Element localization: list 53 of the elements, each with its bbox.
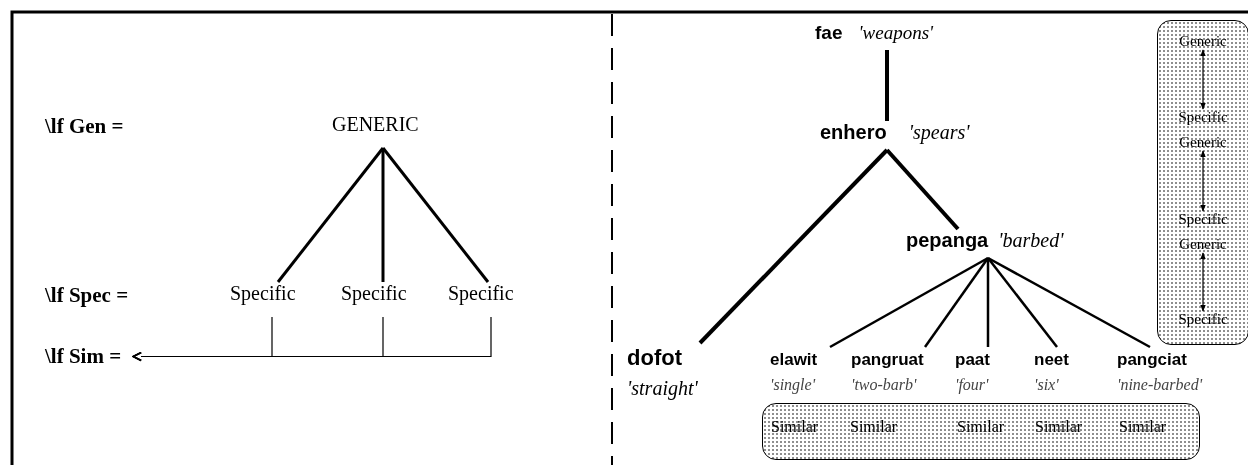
term-label: Similar — [1035, 418, 1083, 436]
gloss-label: 'single' — [770, 375, 816, 396]
term-label: Specific — [446, 282, 516, 317]
term-label: Specific — [1178, 109, 1228, 126]
term-label: paat — [955, 349, 990, 371]
term-label: GENERIC — [330, 113, 421, 148]
gloss-label: 'six' — [1034, 375, 1059, 395]
gloss-label: 'spears' — [908, 121, 970, 146]
term-label: Similar — [771, 418, 819, 436]
arrow — [1200, 252, 1206, 312]
row-label: \lf Gen = — [45, 114, 124, 139]
gloss-label: 'nine-barbed' — [1117, 375, 1203, 395]
term-label: Similar — [957, 418, 1005, 436]
gloss-label: 'four' — [955, 375, 989, 396]
connector-line — [885, 50, 889, 121]
connector-line — [381, 147, 490, 283]
arrow — [1200, 150, 1206, 212]
term-label: Similar — [850, 418, 898, 436]
term-label: Specific — [1178, 311, 1228, 328]
term-label: Specific — [339, 282, 409, 317]
connector-line — [698, 148, 889, 345]
term-label: pepanga — [906, 229, 989, 253]
term-label: Generic — [1179, 33, 1227, 50]
term-label: pangruat — [851, 349, 924, 371]
connector-line — [829, 256, 989, 349]
connector-line — [885, 148, 960, 231]
row-label: \lf Spec = — [45, 283, 129, 308]
connector-line — [987, 256, 1151, 349]
term-label: Specific — [228, 282, 298, 317]
gloss-label: 'two-barb' — [851, 375, 917, 395]
term-label: neet — [1034, 349, 1069, 371]
arrow — [1200, 49, 1206, 110]
term-label: pangciat — [1117, 349, 1187, 371]
term-label: Generic — [1179, 236, 1227, 253]
term-label: Generic — [1179, 134, 1227, 151]
connector-line — [276, 147, 385, 283]
connector-line — [986, 258, 990, 347]
arrow — [132, 316, 492, 362]
row-label: \lf Sim = — [45, 344, 142, 369]
term-label: Similar — [1119, 418, 1167, 436]
term-label: elawit — [770, 349, 818, 371]
connector-line — [381, 148, 385, 282]
term-label: enhero — [820, 121, 887, 145]
gloss-label: 'barbed' — [998, 229, 1064, 253]
similar-group-box — [762, 403, 1200, 460]
gloss-label: 'straight' — [627, 376, 698, 402]
group-box — [1157, 20, 1248, 345]
term-label: fae — [815, 22, 843, 45]
term-label: Specific — [1178, 211, 1228, 228]
term-label: dofot — [627, 344, 682, 372]
connector-line — [987, 257, 1058, 348]
gloss-label: 'weapons' — [858, 22, 934, 45]
connector-line — [923, 257, 990, 348]
